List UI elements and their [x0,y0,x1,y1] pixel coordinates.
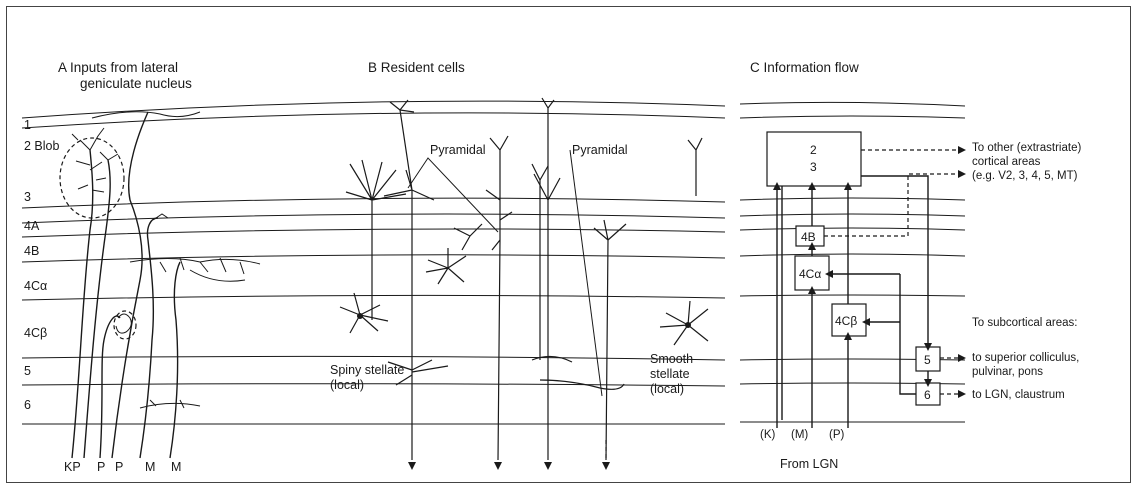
out-superior-colliculus: to superior colliculus, [972,352,1079,364]
input-k-label: (K) [760,429,776,441]
out-extrastriate-2: cortical areas [972,156,1041,168]
input-p-label: (P) [829,429,845,441]
layer-label-4c-beta: 4Cβ [24,326,47,340]
layer-label-3: 3 [24,190,31,204]
box-4b-label: 4B [801,230,816,244]
layer-label-6: 6 [24,398,31,412]
out-pulvinar-pons: pulvinar, pons [972,366,1043,378]
box-4ca-label: 4Cα [799,267,821,281]
panel-c-heading: C Information flow [750,60,859,75]
label-smooth-local: (local) [650,382,684,396]
layer-label-2-blob: 2 Blob [24,139,59,153]
box-6-label: 6 [924,388,931,402]
box-23-label-2: 2 [810,143,817,157]
panel-a-heading-1: A Inputs from lateral [58,60,178,75]
out-extrastriate-1: To other (extrastriate) [972,142,1081,154]
layer-label-4a: 4A [24,219,40,233]
label-spiny-stellate: Spiny stellate [330,363,404,377]
axon-arrowhead-3 [544,462,552,470]
label-spiny-local: (local) [330,378,364,392]
panel-a-heading-2: geniculate nucleus [80,76,192,91]
box-5-label: 5 [924,353,931,367]
box-23-label-3: 3 [810,160,817,174]
axon-label-m2: M [171,460,181,474]
layer-label-5: 5 [24,364,31,378]
input-m-label: (M) [791,429,808,441]
layer-label-4b: 4B [24,244,39,258]
out-extrastriate-3: (e.g. V2, 3, 4, 5, MT) [972,170,1078,182]
layer-label-4c-alpha: 4Cα [24,279,47,293]
label-smooth-stellate: stellate [650,367,690,381]
out-subcortical: To subcortical areas: [972,317,1077,329]
panel-b-heading: B Resident cells [368,60,465,75]
layer-label-1: 1 [24,118,31,132]
label-pyramidal-2: Pyramidal [572,143,628,157]
axon-label-kp: KP [64,460,81,474]
axon-arrowhead-1 [408,462,416,470]
out-lgn-claustrum: to LGN, claustrum [972,389,1065,401]
axon-arrowhead-4 [602,462,610,470]
label-smooth: Smooth [650,352,693,366]
axon-label-p1: P [97,460,105,474]
from-lgn-label: From LGN [780,457,838,471]
axon-arrowhead-2 [494,462,502,470]
box-layer-2-3 [767,132,861,186]
lgn-axons [72,112,260,458]
axon-label-p2: P [115,460,123,474]
resident-cells [340,98,708,470]
box-4cb-label: 4Cβ [835,314,857,328]
axon-label-m1: M [145,460,155,474]
label-pyramidal-1: Pyramidal [430,143,486,157]
